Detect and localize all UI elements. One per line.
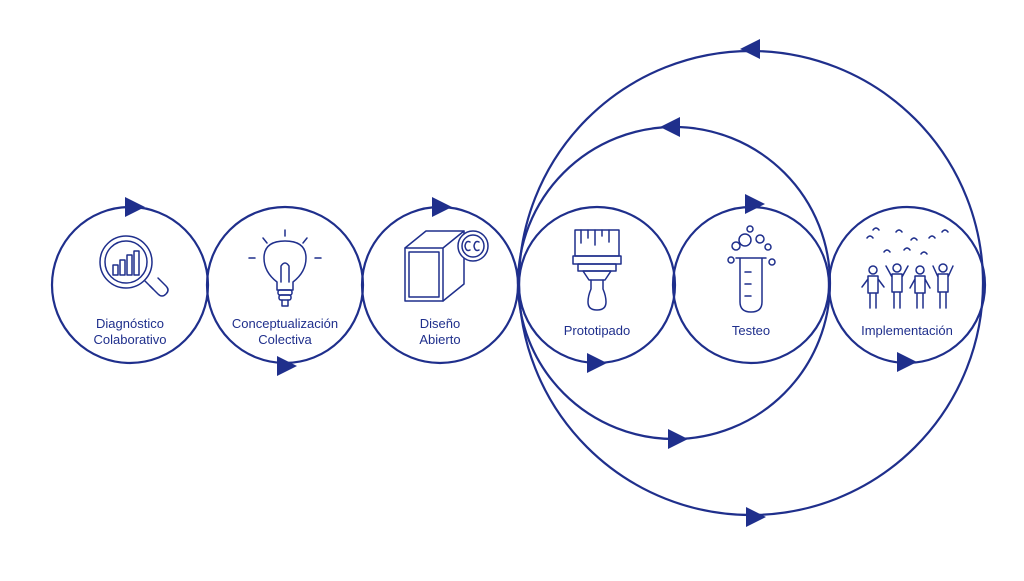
flow-arrow (432, 197, 452, 217)
stage-label-line-2: Abierto (419, 332, 460, 347)
stage-testeo: Testeo (671, 194, 831, 365)
stage-circle (671, 205, 831, 365)
stage-label-line-2: Colectiva (258, 332, 312, 347)
lightbulb-icon (248, 229, 322, 307)
stage-label-line-1: Prototipado (564, 323, 631, 338)
stage-label-line-1: Implementación (861, 323, 953, 338)
flow-arrow (277, 356, 297, 376)
stage-diagnostico-colaborativo: Diagnóstico Colaborativo (50, 197, 210, 365)
paintbrush-icon (572, 229, 622, 311)
flow-arrow (897, 352, 917, 372)
flow-arrow (587, 353, 607, 373)
stage-label-line-1: Diseño (420, 316, 460, 331)
test-tube-icon (727, 225, 776, 313)
magnifier-bar-chart-icon (99, 235, 169, 297)
stage-label-line-1: Testeo (732, 323, 770, 338)
stage-implementacion: Implementación (827, 205, 987, 372)
arrow-right-bottom-small (668, 429, 688, 449)
flow-arrow (125, 197, 145, 217)
stage-label-line-1: Conceptualización (232, 316, 338, 331)
celebrating-people-icon (861, 227, 954, 309)
arrow-left-top-large (740, 39, 760, 59)
stage-prototipado: Prototipado (517, 205, 677, 373)
stage-label-line-2: Colaborativo (94, 332, 167, 347)
arrow-right-bottom-large (746, 507, 766, 527)
flow-arrow (745, 194, 765, 214)
stage-conceptualizacion-colectiva: Conceptualización Colectiva (205, 205, 365, 376)
stage-diseno-abierto: Diseño Abierto (360, 197, 520, 365)
stage-circle (827, 205, 987, 365)
stage-label-line-1: Diagnóstico (96, 316, 164, 331)
cube-creative-commons-icon (404, 230, 489, 302)
arrow-left-top-small (660, 117, 680, 137)
